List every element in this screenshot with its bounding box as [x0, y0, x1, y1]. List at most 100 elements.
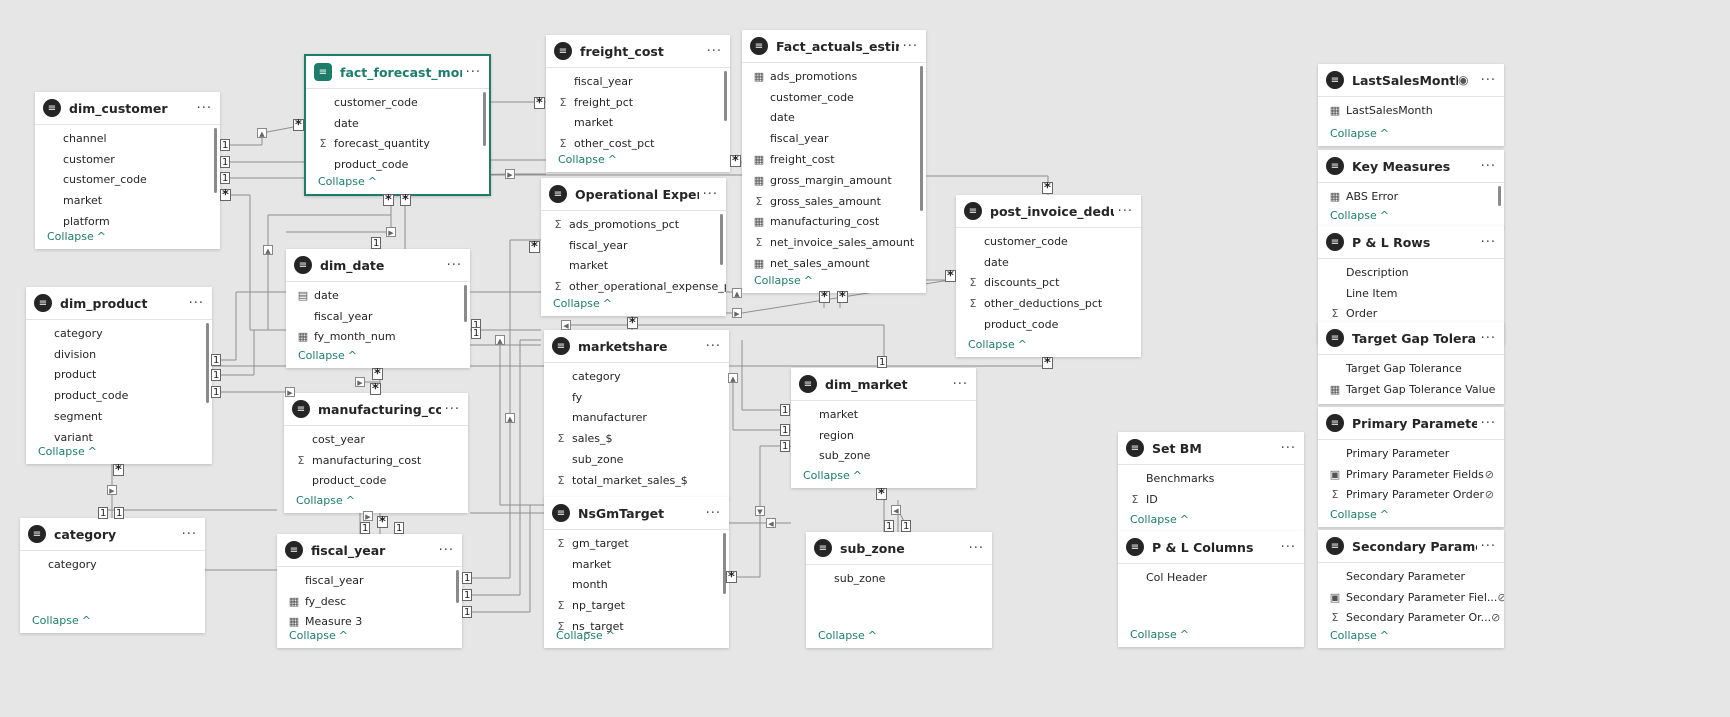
field-row[interactable]: market	[546, 113, 730, 134]
field-row[interactable]: market	[791, 404, 976, 425]
field-row[interactable]: Benchmarks	[1118, 468, 1304, 489]
field-row[interactable]: ▦Target Gap Tolerance Value	[1318, 379, 1504, 400]
more-options-icon[interactable]: ···	[446, 257, 462, 273]
collapse-button[interactable]: Collapse^	[1130, 513, 1189, 526]
table-header[interactable]: ≡category···	[20, 518, 205, 551]
more-options-icon[interactable]: ···	[196, 100, 212, 116]
field-row[interactable]: month	[544, 575, 729, 596]
more-options-icon[interactable]: ···	[438, 542, 454, 558]
field-row[interactable]: ▦ads_promotions	[742, 66, 926, 87]
collapse-button[interactable]: Collapse^	[556, 629, 615, 642]
field-row[interactable]: fiscal_year	[546, 71, 730, 92]
table-header[interactable]: ≡dim_product···	[26, 287, 212, 320]
table-card-target-gap-tolerance[interactable]: ≡Target Gap Tolerance··· Target Gap Toler…	[1318, 322, 1504, 404]
table-header[interactable]: ≡Target Gap Tolerance···	[1318, 322, 1504, 355]
field-row[interactable]: fiscal_year	[277, 570, 462, 591]
collapse-button[interactable]: Collapse^	[318, 175, 377, 188]
scrollbar[interactable]	[1498, 186, 1501, 206]
more-options-icon[interactable]: ···	[1280, 440, 1296, 456]
collapse-button[interactable]: Collapse^	[296, 494, 355, 507]
scrollbar[interactable]	[724, 71, 727, 122]
scrollbar[interactable]	[723, 533, 726, 594]
field-row[interactable]: ▦fy_desc	[277, 591, 462, 612]
field-row[interactable]: category	[544, 366, 729, 387]
field-row[interactable]: Secondary Parameter	[1318, 566, 1504, 587]
field-row[interactable]: ▦freight_cost	[742, 149, 926, 170]
field-row[interactable]: variant	[26, 427, 212, 448]
table-header[interactable]: ≡Key Measures···	[1318, 150, 1504, 183]
field-row[interactable]: fiscal_year	[286, 306, 470, 327]
field-row[interactable]: date	[742, 108, 926, 129]
field-row[interactable]: manufacturer	[544, 408, 729, 429]
collapse-button[interactable]: Collapse^	[47, 230, 106, 243]
field-row[interactable]: customer	[35, 149, 220, 170]
field-row[interactable]: market	[544, 554, 729, 575]
collapse-button[interactable]: Collapse^	[298, 349, 357, 362]
field-row[interactable]: product	[26, 365, 212, 386]
field-row[interactable]: Description	[1318, 262, 1504, 283]
field-row[interactable]: fiscal_year	[742, 128, 926, 149]
more-options-icon[interactable]: ···	[902, 38, 918, 54]
field-row[interactable]: category	[26, 323, 212, 344]
field-row[interactable]: customer_code	[35, 170, 220, 191]
field-row[interactable]: channel	[35, 128, 220, 149]
field-row[interactable]: ▦gross_margin_amount	[742, 170, 926, 191]
table-card-fiscal-year[interactable]: ≡fiscal_year···fiscal_year▦fy_desc▦Measu…	[277, 534, 462, 648]
table-header[interactable]: ≡Fact_actuals_estimates···	[742, 30, 926, 63]
field-row[interactable]: cost_year	[284, 429, 468, 450]
more-options-icon[interactable]: ···	[444, 401, 460, 417]
visibility-eye-icon[interactable]: ◉	[1458, 73, 1469, 87]
table-header[interactable]: ≡P & L Rows···	[1318, 226, 1504, 259]
table-card-fact-forecast-monthly[interactable]: ≡fact_forecast_monthly···customer_codeda…	[304, 54, 491, 196]
field-row[interactable]: division	[26, 344, 212, 365]
more-options-icon[interactable]: ···	[952, 376, 968, 392]
more-options-icon[interactable]: ···	[1117, 203, 1133, 219]
more-options-icon[interactable]: ···	[1480, 72, 1496, 88]
field-row[interactable]: product_code	[306, 154, 489, 175]
table-card-manufacturing-cost[interactable]: ≡manufacturing_cost···cost_yearΣmanufact…	[284, 393, 468, 513]
table-header[interactable]: ≡dim_date···	[286, 249, 470, 282]
more-options-icon[interactable]: ···	[1480, 234, 1496, 250]
table-card-post-invoice-deductions[interactable]: ≡post_invoice_deductions···customer_code…	[956, 195, 1141, 357]
field-row[interactable]: ▣Primary Parameter Fields⊘	[1318, 464, 1504, 485]
field-row[interactable]: ▤date	[286, 285, 470, 306]
more-options-icon[interactable]: ···	[1480, 538, 1496, 554]
field-row[interactable]: Target Gap Tolerance	[1318, 358, 1504, 379]
table-header[interactable]: ≡sub_zone···	[806, 532, 992, 565]
table-header[interactable]: ≡NsGmTarget···	[544, 497, 729, 530]
table-header[interactable]: ≡Secondary Parameter···	[1318, 530, 1504, 563]
collapse-button[interactable]: Collapse^	[289, 629, 348, 642]
field-row[interactable]: Col Header	[1118, 567, 1304, 588]
field-row[interactable]: sub_zone	[791, 446, 976, 467]
table-header[interactable]: ≡Operational Expense···	[541, 178, 726, 211]
field-row[interactable]: Line Item	[1318, 283, 1504, 304]
field-row[interactable]: customer_code	[956, 231, 1141, 252]
scrollbar[interactable]	[920, 66, 923, 211]
field-row[interactable]: ▣Secondary Parameter Fiel...⊘	[1318, 587, 1504, 608]
more-options-icon[interactable]: ···	[188, 295, 204, 311]
field-row[interactable]: sub_zone	[544, 449, 729, 470]
more-options-icon[interactable]: ···	[706, 43, 722, 59]
table-header[interactable]: ≡freight_cost···	[546, 35, 730, 68]
more-options-icon[interactable]: ···	[465, 64, 481, 80]
